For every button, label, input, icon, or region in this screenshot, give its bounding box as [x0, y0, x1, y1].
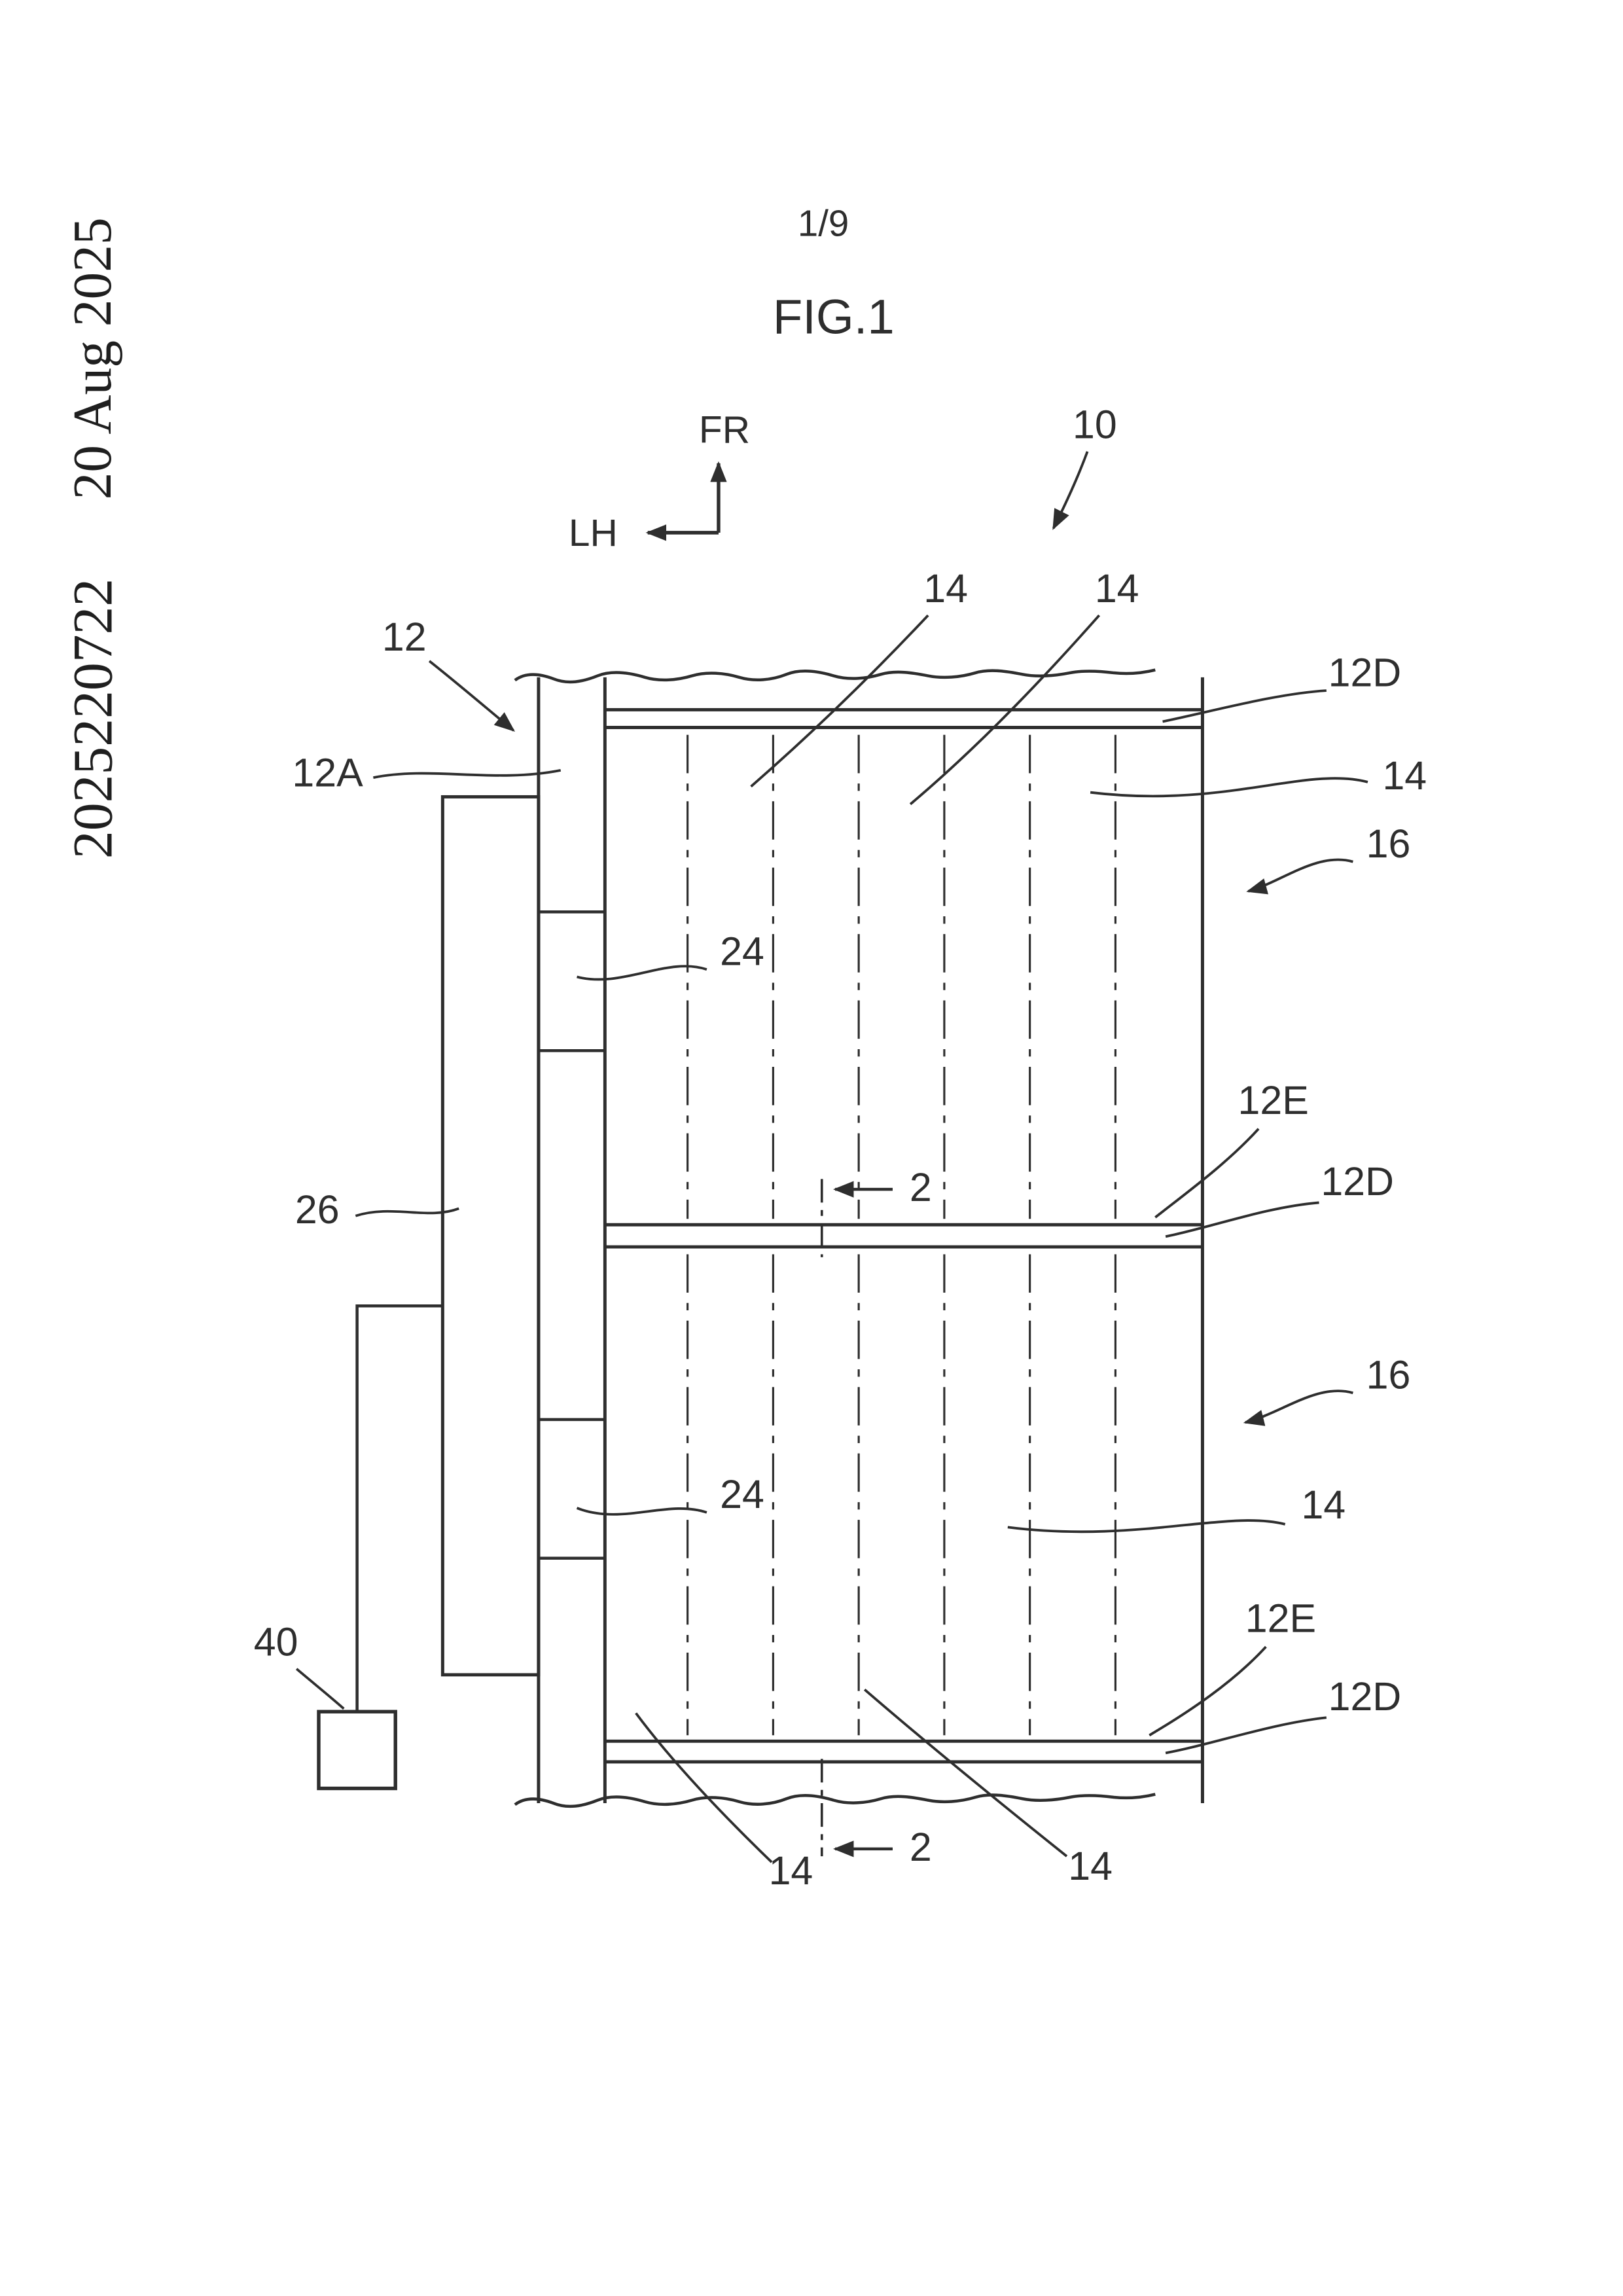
cell-centerlines — [687, 734, 1117, 1736]
figure-title: FIG.1 — [773, 290, 895, 344]
ref-label-14: 14 — [923, 566, 968, 611]
leader-14-bottom-right — [863, 1688, 1068, 1857]
break-line-bottom — [514, 1793, 1156, 1808]
side-date-text: 20 Aug 2025 — [63, 217, 123, 499]
ref-label-16: 16 — [1366, 1352, 1411, 1397]
ref-label-40: 40 — [254, 1620, 298, 1664]
axis-label-lh: LH — [569, 512, 618, 554]
reference-labels: 10 12 12A 14 14 12D 14 16 24 12E 12D 2 2… — [254, 403, 1427, 1893]
leader-12d-mid — [1165, 1201, 1319, 1238]
leader-12a — [373, 768, 562, 779]
device-connector-line — [355, 1304, 443, 1712]
leader-16-upper — [1246, 858, 1353, 895]
ref-label-12d: 12D — [1321, 1159, 1394, 1204]
leader-24-upper — [577, 965, 707, 981]
leader-14-bottom-left — [635, 1712, 773, 1863]
leader-14-right-upper — [1090, 777, 1368, 798]
leader-40 — [295, 1668, 345, 1710]
ref-label-26: 26 — [295, 1187, 340, 1232]
axis-label-fr: FR — [699, 408, 750, 451]
leader-12d-top — [1162, 689, 1327, 723]
leader-10 — [1052, 451, 1089, 530]
leader-12e-mid — [1154, 1128, 1260, 1219]
leader-14-right-lower — [1007, 1519, 1286, 1534]
ref-label-14: 14 — [1382, 753, 1427, 798]
leader-12e-bottom — [1149, 1645, 1267, 1736]
ref-label-2: 2 — [910, 1165, 932, 1210]
break-line-top — [514, 668, 1156, 684]
sheet-indicator-text: 1/9 — [798, 203, 849, 244]
leader-16-lower — [1243, 1390, 1353, 1426]
ref-label-12: 12 — [382, 615, 427, 659]
ref-label-10: 10 — [1073, 403, 1117, 447]
ref-label-14: 14 — [1301, 1482, 1346, 1527]
leader-lines — [295, 451, 1368, 1863]
ref-label-16: 16 — [1366, 821, 1411, 866]
leader-26 — [355, 1207, 459, 1217]
ref-label-12d: 12D — [1329, 650, 1402, 694]
leader-14-top-left — [750, 614, 929, 788]
ref-label-14: 14 — [769, 1848, 813, 1893]
ref-label-12a: 12A — [292, 751, 363, 795]
leader-12 — [428, 660, 516, 732]
side-frame-member — [440, 795, 541, 1677]
structure-linework — [317, 668, 1204, 1808]
orientation-axis: FR LH — [569, 408, 750, 554]
ref-label-12e: 12E — [1245, 1596, 1316, 1640]
leader-24-lower — [576, 1507, 707, 1516]
ref-label-14: 14 — [1068, 1844, 1113, 1888]
leader-12d-bottom — [1165, 1716, 1327, 1755]
side-publication-number-text: 2025220722 — [62, 579, 124, 859]
ref-label-24: 24 — [720, 929, 764, 973]
ref-label-14: 14 — [1095, 566, 1139, 611]
leader-14-top-right — [909, 614, 1101, 806]
ref-label-12e: 12E — [1238, 1078, 1309, 1122]
section-line-2-2 — [820, 1179, 893, 1857]
ref-label-24: 24 — [720, 1472, 764, 1516]
ref-label-2: 2 — [910, 1825, 932, 1869]
device-box — [317, 1710, 397, 1791]
ref-label-12d: 12D — [1329, 1674, 1402, 1719]
